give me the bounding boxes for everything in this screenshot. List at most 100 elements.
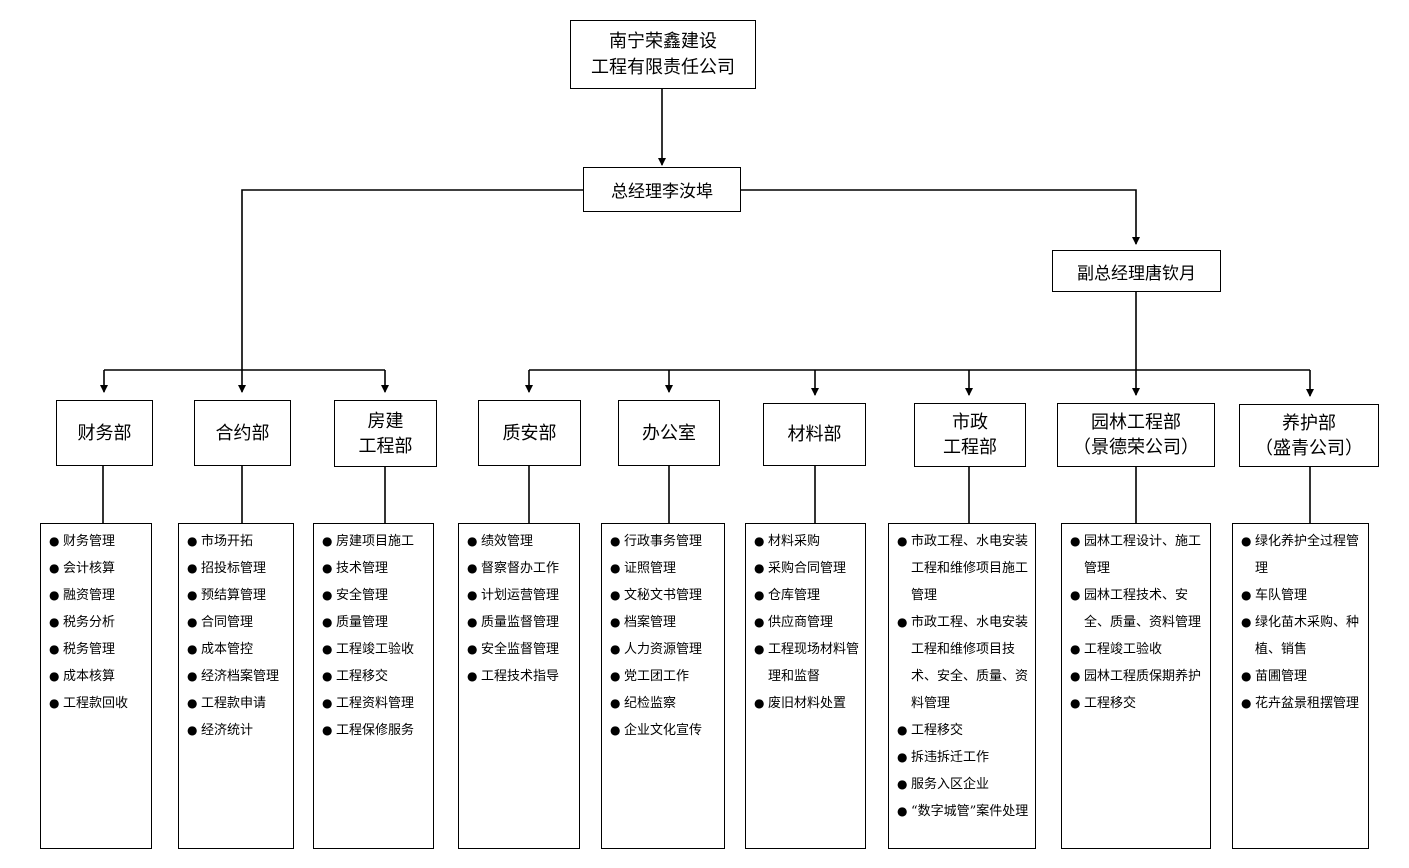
duty-item: 文秘文书管理 bbox=[610, 582, 718, 609]
duty-item: 材料采购 bbox=[754, 528, 859, 555]
line-gm-left bbox=[238, 189, 584, 393]
duty-item: 工程移交 bbox=[322, 663, 427, 690]
duty-item: 融资管理 bbox=[49, 582, 145, 609]
dept-name-line: 财务部 bbox=[77, 422, 132, 444]
dept-contract: 合约部 bbox=[194, 400, 291, 466]
deputy-manager-box: 副总经理唐钦月 bbox=[1052, 250, 1221, 292]
duty-item: 合同管理 bbox=[187, 609, 287, 636]
duties-office: 行政事务管理证照管理文秘文书管理档案管理人力资源管理党工团工作纪检监察企业文化宣… bbox=[601, 523, 725, 849]
company-name-line2: 工程有限责任公司 bbox=[591, 56, 735, 78]
duties-housing-engineering: 房建项目施工技术管理安全管理质量管理工程竣工验收工程移交工程资料管理工程保修服务 bbox=[313, 523, 434, 849]
dept-office: 办公室 bbox=[618, 400, 720, 466]
dept-landscape-engineering: 园林工程部 （景德荣公司） bbox=[1057, 403, 1215, 467]
duty-item: 园林工程设计、施工管理 bbox=[1070, 528, 1204, 582]
dept-name-line: 合约部 bbox=[215, 422, 270, 444]
dept-name-line: 工程部 bbox=[943, 437, 997, 458]
duty-item: 工程现场材料管理和监督 bbox=[754, 636, 859, 690]
duty-item: 工程款回收 bbox=[49, 690, 145, 717]
duty-item: 园林工程质保期养护 bbox=[1070, 663, 1204, 690]
duties-municipal-engineering: 市政工程、水电安装工程和维修项目施工管理市政工程、水电安装工程和维修项目技术、安… bbox=[888, 523, 1036, 849]
duty-item: 技术管理 bbox=[322, 555, 427, 582]
duty-item: 招投标管理 bbox=[187, 555, 287, 582]
dept-materials: 材料部 bbox=[763, 403, 866, 466]
duty-item: “数字城管”案件处理 bbox=[897, 798, 1029, 825]
company-name-line1: 南宁荣鑫建设 bbox=[609, 30, 717, 52]
duty-item: 档案管理 bbox=[610, 609, 718, 636]
dept-name-line: 园林工程部 bbox=[1091, 412, 1181, 433]
dept-name-line: 工程部 bbox=[358, 435, 413, 457]
duties-materials: 材料采购采购合同管理仓库管理供应商管理工程现场材料管理和监督废旧材料处置 bbox=[745, 523, 866, 849]
dept-name-line: （景德荣公司） bbox=[1073, 437, 1199, 458]
duty-item: 市政工程、水电安装工程和维修项目施工管理 bbox=[897, 528, 1029, 609]
dept-name-line: 房建 bbox=[367, 410, 404, 432]
duty-item: 花卉盆景租摆管理 bbox=[1241, 690, 1362, 717]
duty-item: 成本管控 bbox=[187, 636, 287, 663]
company-box: 南宁荣鑫建设 工程有限责任公司 bbox=[570, 20, 756, 89]
dept-finance: 财务部 bbox=[56, 400, 153, 466]
duty-item: 绿化养护全过程管理 bbox=[1241, 528, 1362, 582]
duty-item: 会计核算 bbox=[49, 555, 145, 582]
deputy-manager-label: 副总经理唐钦月 bbox=[1077, 263, 1196, 284]
duty-item: 工程款申请 bbox=[187, 690, 287, 717]
duty-item: 采购合同管理 bbox=[754, 555, 859, 582]
duties-landscape-engineering: 园林工程设计、施工管理园林工程技术、安全、质量、资料管理工程竣工验收园林工程质保… bbox=[1061, 523, 1211, 849]
duty-item: 绩效管理 bbox=[467, 528, 573, 555]
dept-municipal-engineering: 市政 工程部 bbox=[914, 403, 1026, 467]
general-manager-box: 总经理李汝埠 bbox=[583, 167, 741, 212]
duty-item: 证照管理 bbox=[610, 555, 718, 582]
duty-item: 督察督办工作 bbox=[467, 555, 573, 582]
duties-finance: 财务管理会计核算融资管理税务分析税务管理成本核算工程款回收 bbox=[40, 523, 152, 849]
duty-item: 工程移交 bbox=[1070, 690, 1204, 717]
duties-quality-safety: 绩效管理督察督办工作计划运营管理质量监督管理安全监督管理工程技术指导 bbox=[458, 523, 580, 849]
duty-item: 绿化苗木采购、种植、销售 bbox=[1241, 609, 1362, 663]
duty-item: 经济统计 bbox=[187, 717, 287, 744]
duty-item: 工程资料管理 bbox=[322, 690, 427, 717]
dept-name-line: 养护部 bbox=[1282, 412, 1336, 434]
duty-item: 园林工程技术、安全、质量、资料管理 bbox=[1070, 582, 1204, 636]
duty-item: 税务分析 bbox=[49, 609, 145, 636]
duty-item: 市政工程、水电安装工程和维修项目技术、安全、质量、资料管理 bbox=[897, 609, 1029, 717]
duty-item: 工程竣工验收 bbox=[322, 636, 427, 663]
duties-maintenance: 绿化养护全过程管理车队管理绿化苗木采购、种植、销售苗圃管理花卉盆景租摆管理 bbox=[1232, 523, 1369, 849]
duty-item: 工程技术指导 bbox=[467, 663, 573, 690]
duty-item: 财务管理 bbox=[49, 528, 145, 555]
duty-item: 预结算管理 bbox=[187, 582, 287, 609]
dept-name-line: 材料部 bbox=[787, 424, 842, 445]
duty-item: 工程移交 bbox=[897, 717, 1029, 744]
dept-quality-safety: 质安部 bbox=[478, 400, 581, 466]
dept-housing-engineering: 房建 工程部 bbox=[334, 400, 437, 467]
duty-item: 税务管理 bbox=[49, 636, 145, 663]
duty-item: 拆违拆迁工作 bbox=[897, 744, 1029, 771]
duty-item: 质量监督管理 bbox=[467, 609, 573, 636]
duty-item: 苗圃管理 bbox=[1241, 663, 1362, 690]
line-gm-right bbox=[740, 189, 1140, 245]
duty-item: 成本核算 bbox=[49, 663, 145, 690]
duty-item: 纪检监察 bbox=[610, 690, 718, 717]
duty-item: 服务入区企业 bbox=[897, 771, 1029, 798]
duties-contract: 市场开拓招投标管理预结算管理合同管理成本管控经济档案管理工程款申请经济统计 bbox=[178, 523, 294, 849]
duty-item: 房建项目施工 bbox=[322, 528, 427, 555]
duty-item: 供应商管理 bbox=[754, 609, 859, 636]
dept-maintenance: 养护部 （盛青公司） bbox=[1239, 404, 1379, 467]
duty-item: 行政事务管理 bbox=[610, 528, 718, 555]
duty-item: 安全监督管理 bbox=[467, 636, 573, 663]
duty-item: 质量管理 bbox=[322, 609, 427, 636]
dept-name-line: 办公室 bbox=[642, 422, 696, 444]
general-manager-label: 总经理李汝埠 bbox=[611, 182, 713, 202]
dept-name-line: 市政 bbox=[952, 412, 988, 433]
duty-item: 人力资源管理 bbox=[610, 636, 718, 663]
dept-name-line: 质安部 bbox=[502, 422, 557, 444]
duty-item: 车队管理 bbox=[1241, 582, 1362, 609]
duty-item: 企业文化宣传 bbox=[610, 717, 718, 744]
duty-item: 仓库管理 bbox=[754, 582, 859, 609]
duty-item: 废旧材料处置 bbox=[754, 690, 859, 717]
duty-item: 市场开拓 bbox=[187, 528, 287, 555]
duty-item: 计划运营管理 bbox=[467, 582, 573, 609]
duty-item: 安全管理 bbox=[322, 582, 427, 609]
duty-item: 工程保修服务 bbox=[322, 717, 427, 744]
duty-item: 经济档案管理 bbox=[187, 663, 287, 690]
duty-item: 工程竣工验收 bbox=[1070, 636, 1204, 663]
duty-item: 党工团工作 bbox=[610, 663, 718, 690]
dept-name-line: （盛青公司） bbox=[1255, 437, 1363, 459]
